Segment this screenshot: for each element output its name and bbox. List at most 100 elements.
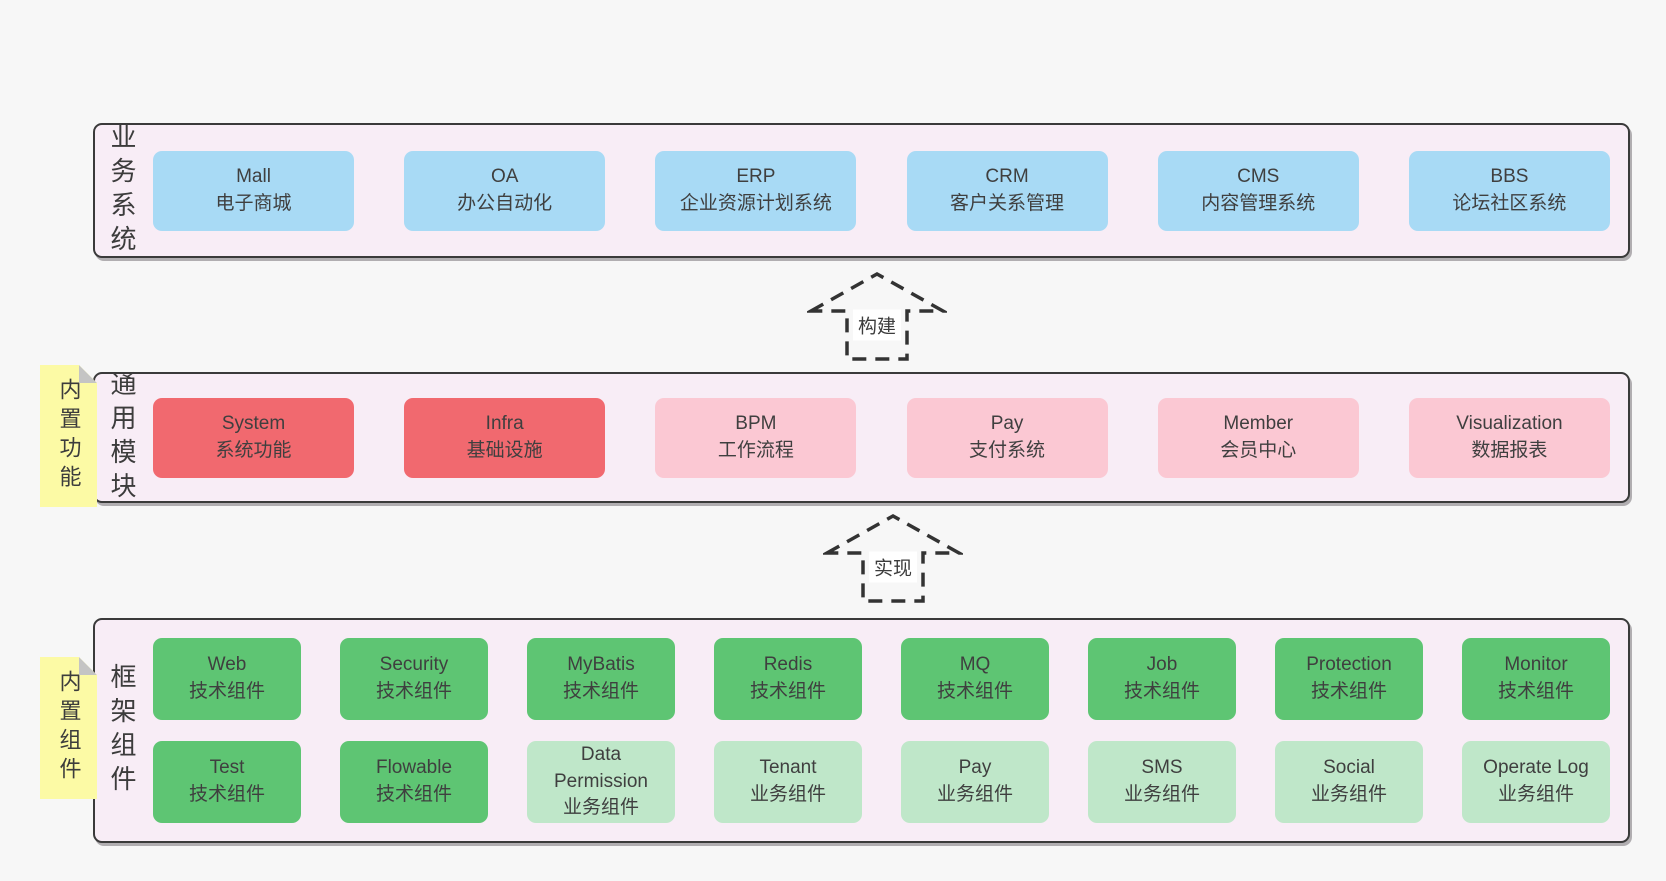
node-pay-system: Pay 支付系统	[906, 397, 1108, 478]
node-title: Pay	[958, 757, 992, 779]
node-bbs: BBS 论坛社区系统	[1408, 150, 1610, 231]
arrow-build: 构建	[807, 270, 947, 362]
node-subtitle: 技术组件	[1310, 681, 1387, 702]
node-title: MQ	[959, 654, 991, 676]
node-sms: SMS 业务组件	[1088, 741, 1236, 823]
node-subtitle: 会员中心	[1220, 439, 1297, 461]
node-title: Protection	[1306, 654, 1392, 676]
node-operate-log: Operate Log 业务组件	[1462, 741, 1610, 823]
node-title: Infra	[485, 412, 524, 434]
node-title: Monitor	[1504, 654, 1568, 676]
node-title: Job	[1146, 654, 1178, 676]
node-monitor: Monitor 技术组件	[1462, 638, 1610, 720]
node-bpm: BPM 工作流程	[655, 397, 857, 478]
node-security: Security 技术组件	[340, 638, 488, 720]
node-subtitle: 客户关系管理	[950, 192, 1065, 214]
node-subtitle: 技术组件	[1497, 681, 1574, 702]
arrow-build-label: 构建	[852, 309, 902, 341]
node-oa: OA 办公自动化	[404, 150, 606, 231]
panel-label-framework-components: 框架组件	[107, 662, 137, 799]
framework-row-1: Web 技术组件 Security 技术组件 MyBatis 技术组件 Redi…	[153, 638, 1610, 720]
node-subtitle: 工作流程	[717, 439, 794, 461]
node-subtitle: 技术组件	[936, 681, 1013, 702]
node-title: MyBatis	[567, 654, 635, 676]
node-subtitle: 电子商城	[215, 192, 292, 214]
node-title: Web	[207, 654, 247, 676]
arrow-implement-label: 实现	[868, 551, 918, 583]
node-pay-component: Pay 业务组件	[901, 741, 1049, 823]
node-title: Data Permission	[554, 743, 648, 792]
node-title: Social	[1323, 757, 1375, 779]
node-subtitle: 技术组件	[375, 784, 452, 805]
node-web: Web 技术组件	[153, 638, 301, 720]
panel-label-common-modules: 通用模块	[107, 369, 137, 506]
node-infra: Infra 基础设施	[404, 397, 606, 478]
node-title: SMS	[1141, 757, 1183, 779]
node-title: Visualization	[1456, 412, 1563, 434]
node-subtitle: 系统功能	[215, 439, 292, 461]
node-subtitle: 业务组件	[1497, 784, 1574, 805]
business-boxes-row: Mall 电子商城 OA 办公自动化 ERP 企业资源计划系统 CRM 客户关系…	[153, 125, 1610, 256]
node-redis: Redis 技术组件	[714, 638, 862, 720]
node-title: ERP	[736, 165, 776, 187]
node-subtitle: 支付系统	[969, 439, 1046, 461]
node-subtitle: 数据报表	[1471, 439, 1548, 461]
node-tenant: Tenant 业务组件	[714, 741, 862, 823]
node-subtitle: 技术组件	[749, 681, 826, 702]
node-subtitle: 企业资源计划系统	[679, 192, 832, 214]
node-title: Flowable	[375, 757, 453, 779]
node-title: BPM	[735, 412, 777, 434]
arrow-implement: 实现	[823, 512, 963, 604]
node-title: Member	[1223, 412, 1294, 434]
node-subtitle: 业务组件	[562, 797, 639, 819]
node-subtitle: 论坛社区系统	[1452, 192, 1567, 214]
framework-row-2: Test 技术组件 Flowable 技术组件 Data Permission …	[153, 741, 1610, 823]
node-title: Mall	[236, 165, 271, 187]
node-subtitle: 内容管理系统	[1201, 192, 1316, 214]
panel-label-business-systems: 业务系统	[107, 122, 137, 259]
node-title: Pay	[990, 412, 1024, 434]
node-title: Tenant	[759, 757, 817, 779]
node-cms: CMS 内容管理系统	[1157, 150, 1359, 231]
up-arrow-icon	[807, 271, 947, 361]
panel-framework-components: 内置组件 框架组件 Web 技术组件 Security 技术组件 MyBatis…	[93, 618, 1630, 843]
node-title: BBS	[1490, 165, 1529, 187]
node-title: Security	[379, 654, 449, 676]
node-flowable: Flowable 技术组件	[340, 741, 488, 823]
node-data-permission: Data Permission 业务组件	[527, 741, 675, 823]
node-visualization: Visualization 数据报表	[1408, 397, 1610, 478]
node-title: System	[221, 412, 286, 434]
modules-boxes-row: System 系统功能 Infra 基础设施 BPM 工作流程 Pay 支付系统…	[153, 374, 1610, 501]
node-title: Test	[209, 757, 245, 779]
node-protection: Protection 技术组件	[1275, 638, 1423, 720]
up-arrow-icon	[823, 513, 963, 603]
node-social: Social 业务组件	[1275, 741, 1423, 823]
node-title: Redis	[763, 654, 813, 676]
node-erp: ERP 企业资源计划系统	[655, 150, 857, 231]
tag-builtin-components: 内置组件	[40, 657, 97, 799]
framework-boxes-grid: Web 技术组件 Security 技术组件 MyBatis 技术组件 Redi…	[153, 620, 1610, 841]
node-crm: CRM 客户关系管理	[906, 150, 1108, 231]
tag-builtin-features-label: 内置功能	[56, 378, 82, 494]
node-subtitle: 业务组件	[1123, 784, 1200, 805]
panel-common-modules: 内置功能 通用模块 System 系统功能 Infra 基础设施 BPM 工作流…	[93, 372, 1630, 503]
node-subtitle: 技术组件	[375, 681, 452, 702]
node-title: CMS	[1237, 165, 1280, 187]
node-subtitle: 基础设施	[466, 439, 543, 461]
node-subtitle: 办公自动化	[457, 192, 553, 214]
node-test: Test 技术组件	[153, 741, 301, 823]
node-title: Operate Log	[1483, 757, 1589, 779]
node-subtitle: 业务组件	[936, 784, 1013, 805]
node-mall: Mall 电子商城	[153, 150, 354, 231]
node-subtitle: 技术组件	[188, 784, 265, 805]
node-mybatis: MyBatis 技术组件	[527, 638, 675, 720]
tag-builtin-components-label: 内置组件	[56, 670, 82, 786]
node-job: Job 技术组件	[1088, 638, 1236, 720]
node-subtitle: 技术组件	[188, 681, 265, 702]
node-title: CRM	[985, 165, 1029, 187]
node-subtitle: 业务组件	[1310, 784, 1387, 805]
node-subtitle: 技术组件	[562, 681, 639, 702]
node-mq: MQ 技术组件	[901, 638, 1049, 720]
node-member: Member 会员中心	[1157, 397, 1359, 478]
